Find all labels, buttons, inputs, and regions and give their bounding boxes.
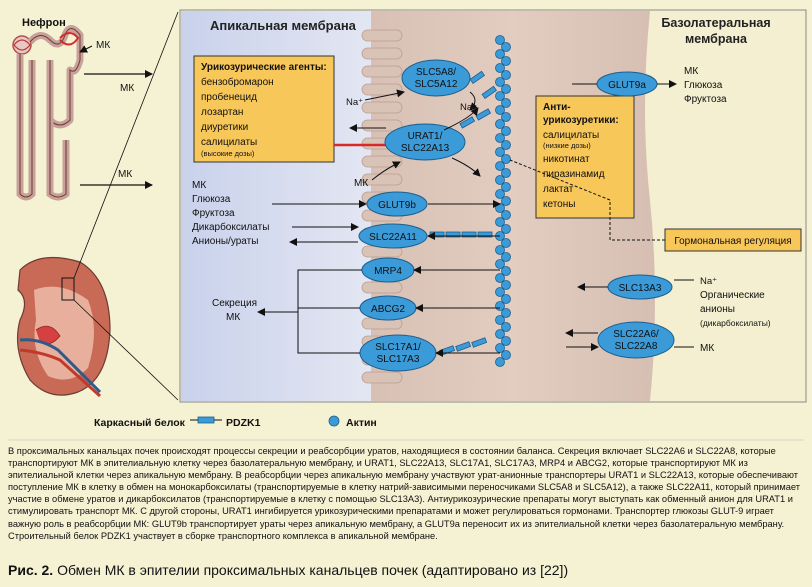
basolateral-membrane-label-1: Базолатеральная [661, 16, 770, 30]
nephron-illustration: Нефрон МК МК МК [8, 10, 179, 402]
substrate-fructose: Фруктоза [192, 208, 235, 219]
nephron-mk-3: МК [118, 169, 132, 180]
slc13a3-label: SLC13A3 [619, 283, 662, 294]
slc22a8-label: SLC22A8 [615, 341, 658, 352]
transporter-glut9a: GLUT9a [596, 71, 658, 97]
mk-label: МК [354, 178, 368, 189]
uricosuric-item: бензобромарон [201, 76, 274, 88]
uricosuric-agents-box: Урикозурические агенты: бензобромарон пр… [193, 55, 335, 163]
transporter-urat1: URAT1/ SLC22A13 [384, 123, 466, 161]
glut9a-label: GLUT9a [608, 80, 646, 91]
substrate-glucose: Глюкоза [192, 194, 231, 205]
figure-number: Рис. 2. [8, 562, 54, 578]
legend-actin-label: Актин [346, 417, 377, 429]
slc22a6-label: SLC22A6/ [613, 329, 659, 340]
slc5a12-label: SLC5A12 [415, 79, 458, 90]
slc17a3-label: SLC17A3 [377, 354, 420, 365]
antiuricosuric-title-2: урикозуретики: [543, 115, 619, 126]
antiuricosuric-agents-box: Анти- урикозуретики: салицилаты (низкие … [535, 95, 635, 219]
slc5a8-label: SLC5A8/ [416, 67, 456, 78]
substrate-mk: МК [192, 180, 206, 191]
slc22a6-mk-label: МК [700, 343, 714, 354]
hormonal-regulation-label: Гормональная регуляция [674, 236, 791, 247]
nephron-mk-1: МК [96, 40, 110, 51]
transporter-slc22a11: SLC22A11 [358, 223, 428, 249]
antiuricosuric-note: (низкие дозы) [543, 141, 591, 150]
legend: Каркасный белок PDZK1 Актин [94, 415, 377, 429]
transporter-slc13a3: SLC13A3 [607, 274, 673, 300]
na-plus-label: Na⁺ [346, 97, 363, 108]
antiuricosuric-item: салицилаты [543, 130, 599, 141]
basolateral-membrane-label-2: мембрана [685, 32, 748, 46]
transporter-slc22a6: SLC22A6/ SLC22A8 [597, 321, 675, 359]
secretion-label-1: Секреция [212, 298, 257, 309]
mrp4-label: MRP4 [374, 266, 402, 277]
microvilli [361, 29, 403, 384]
transporter-abcg2: ABCG2 [359, 295, 417, 321]
uricosuric-title: Урикозурические агенты: [201, 62, 327, 73]
uricosuric-item: пробенецид [201, 91, 257, 103]
figure-title: Рис. 2. Обмен МК в эпителии проксимальны… [8, 562, 568, 578]
slc13a3-anions: анионы [700, 304, 735, 315]
legend-pdzk1-label: PDZK1 [226, 417, 261, 429]
hormonal-regulation-box: Гормональная регуляция [664, 228, 802, 252]
glut9a-product-mk: МК [684, 66, 698, 77]
slc22a13-label: SLC22A13 [401, 143, 450, 154]
na-plus-label: Na⁺ [460, 102, 477, 113]
arrow-monocarboxylate [443, 107, 479, 131]
transporter-mrp4: MRP4 [361, 257, 415, 283]
nephron-mk-2: МК [120, 83, 134, 94]
hormonal-link [509, 159, 665, 241]
figure-caption: В проксимальных канальцах почек происход… [8, 446, 800, 541]
antiuricosuric-item: пиразинамид [543, 169, 605, 180]
transporter-slc5a8: SLC5A8/ SLC5A12 [401, 59, 471, 97]
urat1-label: URAT1/ [408, 131, 443, 142]
arrow-mk-in [371, 161, 401, 181]
arrow-urat1-cell [451, 157, 481, 177]
slc17a1-label: SLC17A1/ [375, 342, 421, 353]
actin-swatch [328, 415, 340, 427]
slc13a3-dicarboxylates: (дикарбоксилаты) [700, 318, 771, 328]
pdzk1-swatch [197, 416, 215, 424]
glut9a-product-fructose: Фруктоза [684, 94, 727, 105]
antiuricosuric-item: лактат [543, 184, 574, 195]
legend-scaffold-label: Каркасный белок [94, 417, 186, 429]
antiuricosuric-item: кетоны [543, 199, 575, 210]
uricosuric-item: лозартан [201, 107, 243, 118]
uricosuric-note: (высокие дозы) [201, 149, 255, 158]
slc13a3-na-plus: Na⁺ [700, 276, 717, 287]
abcg2-label: ABCG2 [371, 304, 405, 315]
uricosuric-item: салицилаты [201, 137, 257, 148]
glut9b-label: GLUT9b [378, 200, 416, 211]
substrate-anions-urates: Анионы/ураты [192, 236, 258, 247]
transporter-glut9b: GLUT9b [366, 191, 428, 217]
antiuricosuric-item: никотинат [543, 154, 590, 165]
antiuricosuric-title-1: Анти- [543, 102, 571, 113]
secretion-label-2: МК [226, 312, 240, 323]
nephron-label: Нефрон [22, 17, 66, 29]
substrate-dicarboxylates: Дикарбоксилаты [192, 221, 269, 233]
slc22a11-label: SLC22A11 [369, 232, 417, 243]
slc13a3-organic: Органические [700, 290, 765, 301]
actin-filament [495, 35, 511, 367]
glut9a-product-glucose: Глюкоза [684, 80, 723, 91]
arrow-na-in [364, 89, 405, 101]
transporter-slc17a1: SLC17A1/ SLC17A3 [359, 334, 437, 372]
uricosuric-item: диуретики [201, 122, 248, 133]
apical-membrane-label: Апикальная мембрана [210, 18, 357, 33]
figure-title-text: Обмен МК в эпителии проксимальных каналь… [53, 562, 569, 578]
